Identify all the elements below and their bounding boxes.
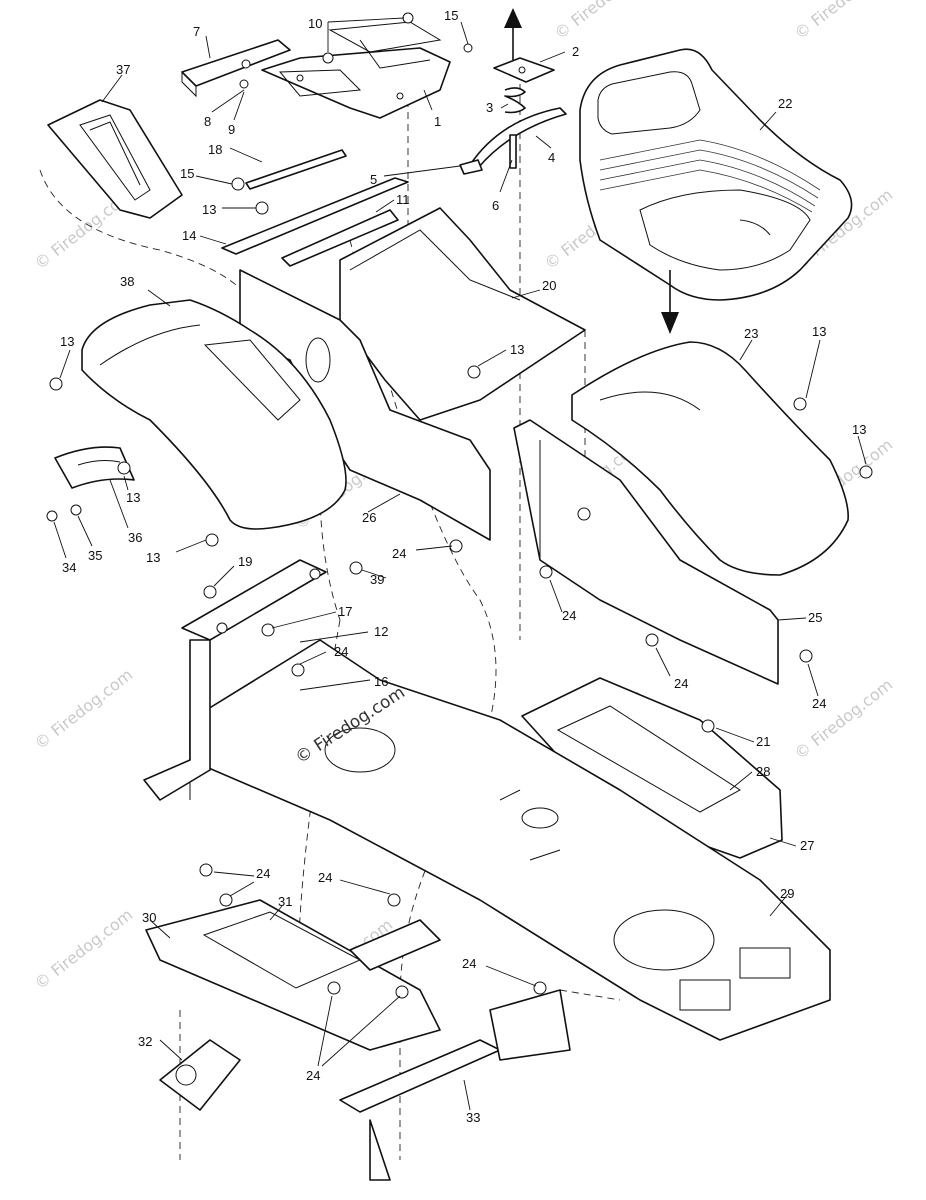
- part-number: 22: [778, 96, 792, 111]
- part-number: 15: [444, 8, 458, 23]
- part-number: 11: [396, 192, 410, 207]
- part-labels: 10 15 7 2 3 1 8 9 4 5 6 37 18 15 13 14 1…: [60, 8, 866, 1125]
- part-number: 16: [374, 674, 388, 689]
- part-number: 30: [142, 910, 156, 925]
- part-number: 3: [486, 100, 493, 115]
- part-22-seat: [579, 48, 853, 301]
- part-number: 32: [138, 1034, 152, 1049]
- part-number: 38: [120, 274, 134, 289]
- part-37-shield: [47, 99, 183, 219]
- part-number: 24: [812, 696, 826, 711]
- part-number: 13: [146, 550, 160, 565]
- part-number: 1: [434, 114, 441, 129]
- part-number: 5: [370, 172, 377, 187]
- watermark: © Firedog.com: [31, 665, 136, 753]
- part-number: 29: [780, 886, 794, 901]
- part-number: 24: [392, 546, 406, 561]
- part-number: 2: [572, 44, 579, 59]
- part-number: 27: [800, 838, 814, 853]
- part-number: 24: [256, 866, 270, 881]
- part-number: 24: [562, 608, 576, 623]
- part-number: 26: [362, 510, 376, 525]
- part-number: 7: [193, 24, 200, 39]
- part-number: 19: [238, 554, 252, 569]
- part-number: 12: [374, 624, 388, 639]
- part-number: 25: [808, 610, 822, 625]
- part-number: 24: [674, 676, 688, 691]
- bracket-group: [221, 149, 409, 267]
- part-number: 15: [180, 166, 194, 181]
- part-number: 21: [756, 734, 770, 749]
- part-number: 13: [60, 334, 74, 349]
- part-number: 9: [228, 122, 235, 137]
- part-number: 13: [126, 490, 140, 505]
- hardware: [46, 12, 873, 999]
- part-number: 14: [182, 228, 196, 243]
- part-number: 17: [338, 604, 352, 619]
- part-19-upright: [143, 559, 327, 801]
- up-arrow: [504, 8, 522, 60]
- part-26-side-panel: [239, 269, 491, 541]
- part-number: 39: [370, 572, 384, 587]
- part-number: 20: [542, 278, 556, 293]
- part-7-bracket: [181, 39, 291, 98]
- leader-lines: [53, 17, 867, 1111]
- seat-hinge-group: [459, 57, 567, 175]
- part-number: 13: [812, 324, 826, 339]
- part-number: 4: [548, 150, 555, 165]
- part-number: 35: [88, 548, 102, 563]
- part-number: 13: [510, 342, 524, 357]
- part-number: 24: [306, 1068, 320, 1083]
- part-38-fender: [81, 299, 347, 530]
- part-29-frame: [189, 639, 831, 1041]
- part-number: 23: [744, 326, 758, 341]
- part-33-linkage: [159, 919, 571, 1181]
- part-23-fender: [571, 341, 849, 576]
- part-number: 10: [308, 16, 322, 31]
- part-number: 24: [318, 870, 332, 885]
- part-number: 24: [334, 644, 348, 659]
- part-30-footrest: [145, 899, 441, 1051]
- part-1-floor-pan: [261, 21, 451, 119]
- part-number: 8: [204, 114, 211, 129]
- watermark: © Firedog.com: [551, 0, 656, 43]
- part-number: 13: [852, 422, 866, 437]
- part-number: 34: [62, 560, 76, 575]
- down-arrow: [661, 270, 679, 334]
- part-number: 24: [462, 956, 476, 971]
- part-number: 31: [278, 894, 292, 909]
- watermark: © Firedog.com: [791, 0, 896, 43]
- part-number: 33: [466, 1110, 480, 1125]
- watermark: © Firedog.com: [31, 905, 136, 993]
- part-number: 6: [492, 198, 499, 213]
- part-number: 28: [756, 764, 770, 779]
- part-number: 18: [208, 142, 222, 157]
- part-number: 13: [202, 202, 216, 217]
- part-number: 36: [128, 530, 142, 545]
- part-number: 37: [116, 62, 130, 77]
- watermark: © Firedog.com: [791, 675, 896, 763]
